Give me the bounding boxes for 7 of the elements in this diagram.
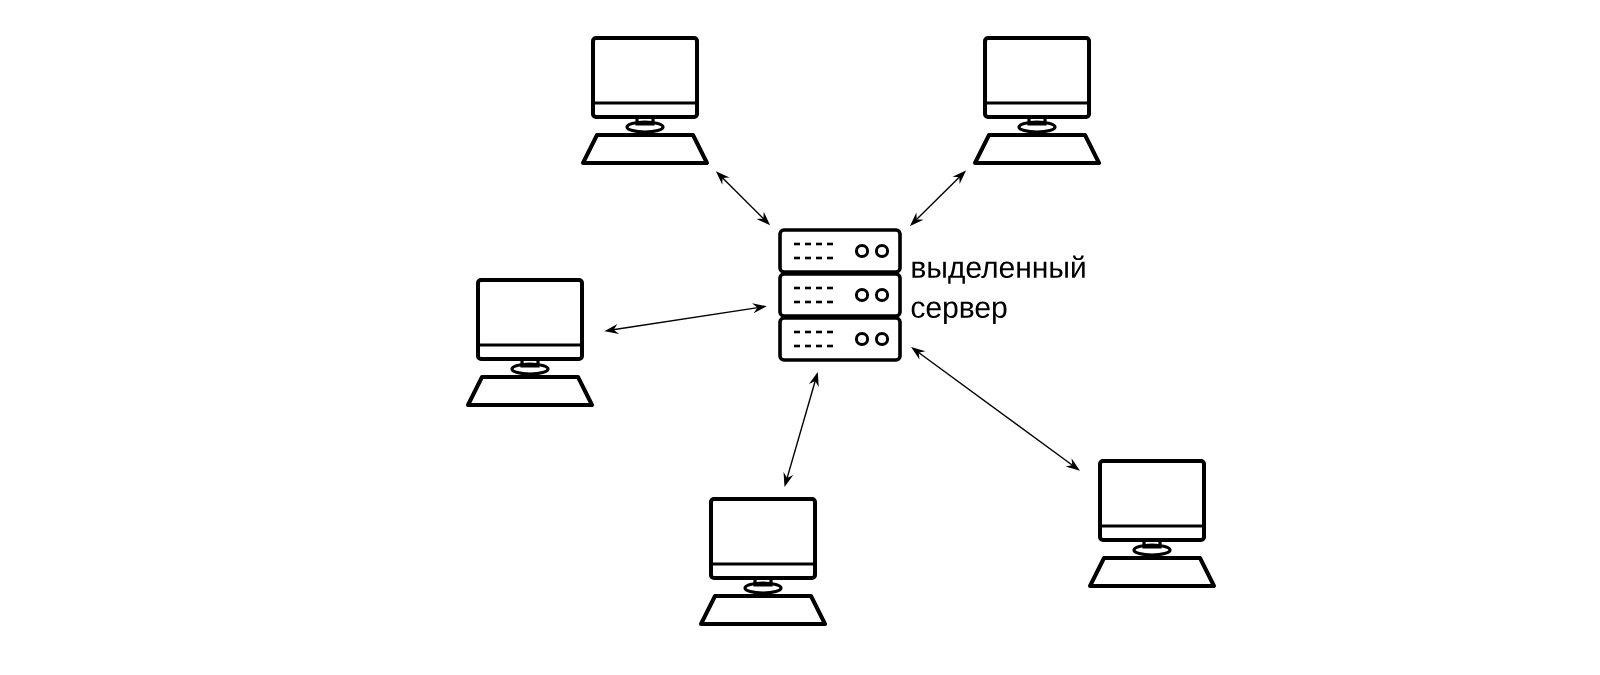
node-caption: выделенный сервер: [911, 255, 1085, 324]
computer-drawing: [1088, 459, 1216, 588]
computer-drawing: [699, 497, 827, 626]
computer-drawing: [973, 36, 1101, 165]
computer-drawing: [466, 278, 594, 407]
computer-drawing: [581, 36, 709, 165]
server-drawing: [778, 228, 902, 362]
